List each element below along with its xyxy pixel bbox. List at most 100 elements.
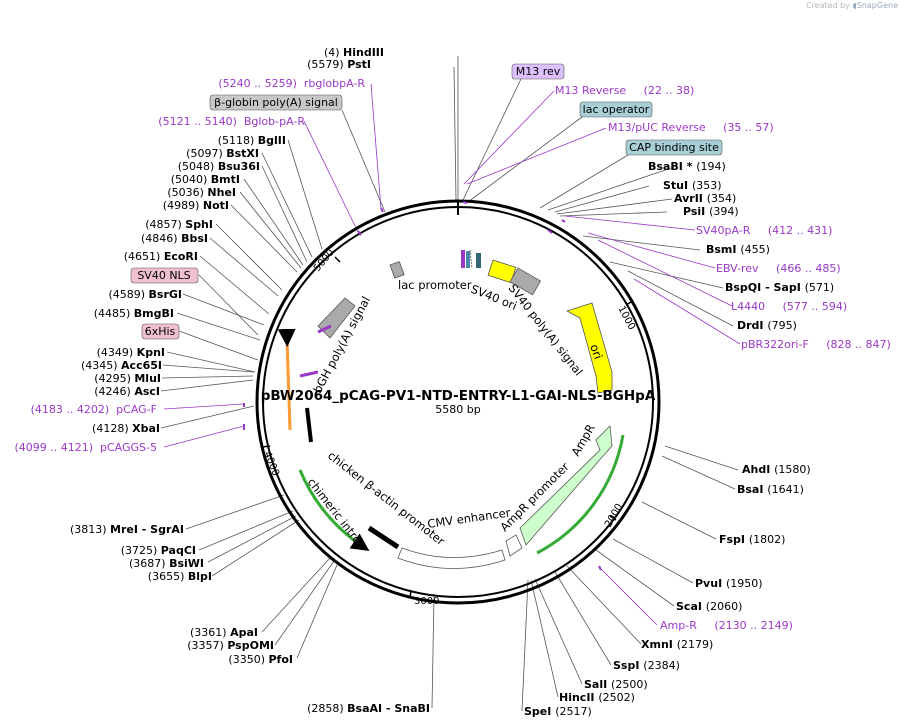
enzyme-site-scai[interactable]: ScaI (2060) xyxy=(676,600,742,613)
enzyme-site-fspi[interactable]: FspI (1802) xyxy=(719,533,785,546)
enzyme-site-mrei-sgrai[interactable]: (3813) MreI - SgrAI xyxy=(70,523,184,536)
cag-black-segment xyxy=(305,407,313,443)
chicken-actin-promoter-feature[interactable] xyxy=(367,525,400,550)
svg-text:6xHis: 6xHis xyxy=(145,325,176,338)
enzyme-site-ahdi[interactable]: AhdI (1580) xyxy=(742,463,811,476)
primer-l4440[interactable]: L4440 (577 .. 594) xyxy=(731,300,847,313)
cmv-enhancer-feature[interactable] xyxy=(397,547,506,569)
enzyme-site-bmti[interactable]: (5040) BmtI xyxy=(171,173,240,186)
enzyme-site-sphi[interactable]: (4857) SphI xyxy=(145,218,213,231)
enzyme-site-kpni[interactable]: (4349) KpnI xyxy=(97,346,165,359)
enzyme-site-sspi[interactable]: SspI (2384) xyxy=(613,659,680,672)
snapgene-credit: Created by ◖SnapGene xyxy=(806,1,898,10)
ampr-promoter-feature[interactable] xyxy=(505,534,523,557)
ampr-feature[interactable] xyxy=(519,425,613,546)
primer-m13-reverse[interactable]: M13 Reverse (22 .. 38) xyxy=(555,84,694,97)
plasmid-length: 5580 bp xyxy=(435,403,480,416)
enzyme-site-noti[interactable]: (4989) NotI xyxy=(163,199,229,212)
snapgene-logo: ◖ xyxy=(852,1,857,10)
enzyme-site-bmgbi[interactable]: (4485) BmgBI xyxy=(94,307,174,320)
enzyme-site-apai[interactable]: (3361) ApaI xyxy=(190,626,258,639)
tag-sv40-nls[interactable]: SV40 NLS xyxy=(130,267,199,284)
ori-label: ori xyxy=(587,342,605,361)
lac-promoter-label: lac promoter xyxy=(398,278,472,292)
enzyme-site-pspomi[interactable]: (3357) PspOMI xyxy=(187,639,274,652)
plasmid-name: pBW2064_pCAG-PV1-NTD-ENTRY-L1-GAI-NLS-BG… xyxy=(261,388,656,404)
cap-site-feature[interactable] xyxy=(476,253,481,268)
enzyme-site-bglii[interactable]: (5118) BglII xyxy=(218,134,286,147)
primer-rbglobpa-r[interactable]: (5240 .. 5259) rbglobpA-R xyxy=(218,77,365,90)
enzyme-site-pfoi[interactable]: (3350) PfoI xyxy=(228,653,293,666)
cag-arrow[interactable] xyxy=(277,328,296,431)
enzyme-site-bsu36i[interactable]: (5048) Bsu36I xyxy=(178,160,260,173)
enzyme-site-ecori[interactable]: (4651) EcoRI xyxy=(124,250,198,263)
tag-bglobin-polya[interactable]: β-globin poly(A) signal xyxy=(209,94,343,111)
enzyme-site-pvui[interactable]: PvuI (1950) xyxy=(695,577,763,590)
primer-pbr322ori-f[interactable]: pBR322ori-F (828 .. 847) xyxy=(741,338,891,351)
his-mark xyxy=(317,324,332,334)
enzyme-site-bstxi[interactable]: (5097) BstXI xyxy=(186,147,259,160)
enzyme-site-acc65i[interactable]: (4345) Acc65I xyxy=(81,359,162,372)
primer-binding-marks xyxy=(243,201,602,571)
tick-3000: 3000 xyxy=(414,596,439,607)
tag-m13-rev[interactable]: M13 rev xyxy=(511,63,565,80)
enzyme-site-drdi[interactable]: DrdI (795) xyxy=(737,319,797,332)
primer-m13-puc-reverse[interactable]: M13/pUC Reverse (35 .. 57) xyxy=(608,121,774,134)
primer-amp-r[interactable]: Amp-R (2130 .. 2149) xyxy=(660,619,793,632)
sv40-ori-feature[interactable] xyxy=(487,259,517,284)
enzyme-site-stui[interactable]: StuI (353) xyxy=(663,179,722,192)
nls-mark xyxy=(299,370,319,378)
enzyme-site-nhei[interactable]: (5036) NheI xyxy=(167,186,236,199)
enzyme-site-bsabi-[interactable]: BsaBI * (194) xyxy=(648,160,726,173)
tag-6xhis[interactable]: 6xHis xyxy=(141,323,180,340)
svg-text:SV40 NLS: SV40 NLS xyxy=(137,269,190,282)
svg-text:lac operator: lac operator xyxy=(583,103,650,116)
primer-ebv-rev[interactable]: EBV-rev (466 .. 485) xyxy=(716,262,841,275)
svg-text:CAP binding site: CAP binding site xyxy=(629,141,719,154)
primer-bglob-pa-r[interactable]: (5121 .. 5140) Bglob-pA-R xyxy=(158,115,305,128)
enzyme-site-xmni[interactable]: XmnI (2179) xyxy=(641,638,713,651)
enzyme-site-spei[interactable]: SpeI (2517) xyxy=(524,705,592,718)
ampr-label: AmpR xyxy=(568,422,597,459)
enzyme-site-bspqi-sapi[interactable]: BspQI - SapI (571) xyxy=(725,281,834,294)
enzyme-labels: (4) HindIII(5579) PstI BsaBI * (194) StuI … xyxy=(70,46,834,718)
svg-text:M13 rev: M13 rev xyxy=(516,65,561,78)
enzyme-site-sali[interactable]: SalI (2500) xyxy=(584,678,648,691)
tag-cap-binding-site[interactable]: CAP binding site xyxy=(625,139,723,156)
enzyme-site-bsaai-snabi[interactable]: (2858) BsaAI - SnaBI xyxy=(307,702,430,715)
primer-pcag-f[interactable]: (4183 .. 4202) pCAG-F xyxy=(31,403,157,416)
enzyme-site-psti[interactable]: (5579) PstI xyxy=(307,58,371,71)
enzyme-site-bbsi[interactable]: (4846) BbsI xyxy=(141,232,208,245)
enzyme-site-paqci[interactable]: (3725) PaqCI xyxy=(121,544,196,557)
enzyme-site-bsiwi[interactable]: (3687) BsiWI xyxy=(129,557,204,570)
enzyme-site-avrii[interactable]: AvrII (354) xyxy=(674,192,736,205)
credit-brand: SnapGene xyxy=(856,1,898,10)
enzyme-site-hincii[interactable]: HincII (2502) xyxy=(559,691,635,704)
primer-labels: M13 Reverse (22 .. 38) M13/pUC Reverse (3… xyxy=(14,77,890,632)
enzyme-site-asci[interactable]: (4246) AscI xyxy=(94,385,160,398)
enzyme-site-bsmi[interactable]: BsmI (455) xyxy=(706,243,770,256)
lac-promoter-feature[interactable] xyxy=(389,261,405,279)
enzyme-site-bsrgi[interactable]: (4589) BsrGI xyxy=(108,288,182,301)
enzyme-site-blpi[interactable]: (3655) BlpI xyxy=(148,570,212,583)
sv40-polya-feature[interactable] xyxy=(509,267,542,296)
enzyme-site-psii[interactable]: PsiI (394) xyxy=(683,205,739,218)
enzyme-site-xbai[interactable]: (4128) XbaI xyxy=(92,422,160,435)
enzyme-site-mlui[interactable]: (4295) MluI xyxy=(94,372,161,385)
enzyme-site-bsai[interactable]: BsaI (1641) xyxy=(737,483,804,496)
tag-lac-operator[interactable]: lac operator xyxy=(579,101,653,118)
tick-4000: 4000 xyxy=(261,450,281,478)
sv40-polya-label: SV40 poly(A) signal xyxy=(506,281,586,378)
cmv-enhancer-label: CMV enhancer xyxy=(426,505,511,531)
lac-operator-feature[interactable] xyxy=(466,251,470,268)
primer-pcaggs-5[interactable]: (4099 .. 4121) pCAGGS-5 xyxy=(14,441,157,454)
primer-sv40pa-r[interactable]: SV40pA-R (412 .. 431) xyxy=(696,224,832,237)
svg-text:β-globin poly(A) signal: β-globin poly(A) signal xyxy=(214,96,338,109)
ori-feature[interactable] xyxy=(565,302,613,394)
ampr-bracket xyxy=(536,434,625,555)
primer-leader-lines xyxy=(163,83,741,626)
chimeric-intron-feature[interactable] xyxy=(298,469,370,552)
enzyme-site-hindiii[interactable]: (4) HindIII xyxy=(324,46,384,59)
m13-rev-feature[interactable] xyxy=(461,250,465,268)
